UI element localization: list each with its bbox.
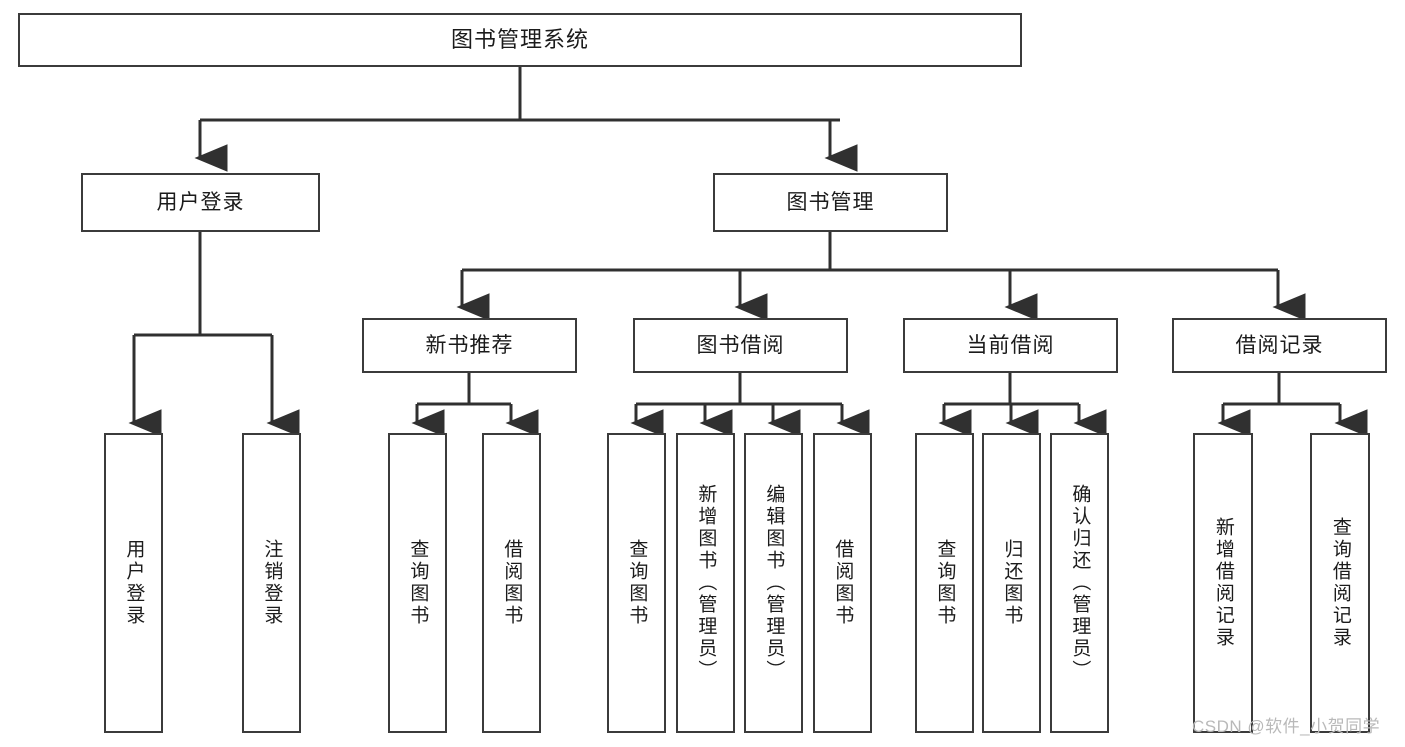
node-label: 图书管理系统 — [450, 26, 589, 52]
leaf-borrow-edit-book-admin[interactable]: 编辑图书（管理员） — [744, 433, 803, 733]
leaf-new-book-borrow[interactable]: 借阅图书 — [482, 433, 541, 733]
node-root-system[interactable]: 图书管理系统 — [18, 13, 1022, 67]
node-label: 当前借阅 — [966, 333, 1055, 357]
node-new-book-recommend[interactable]: 新书推荐 — [362, 318, 577, 373]
leaf-current-confirm-return-admin[interactable]: 确认归还（管理员） — [1050, 433, 1109, 733]
node-label: 注销登录 — [261, 539, 283, 627]
leaf-records-query-record[interactable]: 查询借阅记录 — [1310, 433, 1370, 733]
leaf-user-login-logout[interactable]: 注销登录 — [242, 433, 301, 733]
leaf-current-query-book[interactable]: 查询图书 — [915, 433, 974, 733]
leaf-user-login-login[interactable]: 用户登录 — [104, 433, 163, 733]
node-label: 图书借阅 — [696, 333, 785, 357]
node-label: 编辑图书（管理员） — [763, 484, 785, 682]
node-label: 新增图书（管理员） — [695, 484, 717, 682]
node-label: 查询图书 — [626, 539, 648, 627]
node-label: 新书推荐 — [425, 333, 514, 357]
node-label: 借阅记录 — [1235, 333, 1324, 357]
node-book-management[interactable]: 图书管理 — [713, 173, 948, 232]
leaf-records-add-record[interactable]: 新增借阅记录 — [1193, 433, 1253, 733]
node-user-login[interactable]: 用户登录 — [81, 173, 320, 232]
node-label: 用户登录 — [156, 190, 245, 214]
leaf-borrow-add-book-admin[interactable]: 新增图书（管理员） — [676, 433, 735, 733]
node-current-borrow[interactable]: 当前借阅 — [903, 318, 1118, 373]
node-label: 图书管理 — [786, 190, 875, 214]
node-label: 查询图书 — [934, 539, 956, 627]
leaf-current-return-book[interactable]: 归还图书 — [982, 433, 1041, 733]
node-label: 用户登录 — [123, 539, 145, 627]
leaf-borrow-query-book[interactable]: 查询图书 — [607, 433, 666, 733]
node-label: 借阅图书 — [832, 539, 854, 627]
node-borrow-records[interactable]: 借阅记录 — [1172, 318, 1387, 373]
node-label: 借阅图书 — [501, 539, 523, 627]
leaf-borrow-borrow-book[interactable]: 借阅图书 — [813, 433, 872, 733]
node-label: 归还图书 — [1001, 539, 1023, 627]
node-label: 查询借阅记录 — [1329, 517, 1351, 649]
node-book-borrow[interactable]: 图书借阅 — [633, 318, 848, 373]
node-label: 查询图书 — [407, 539, 429, 627]
leaf-new-book-query[interactable]: 查询图书 — [388, 433, 447, 733]
watermark-text: CSDN @软件_小贺同学 — [1192, 717, 1381, 736]
node-label: 确认归还（管理员） — [1069, 484, 1091, 682]
node-label: 新增借阅记录 — [1212, 517, 1234, 649]
